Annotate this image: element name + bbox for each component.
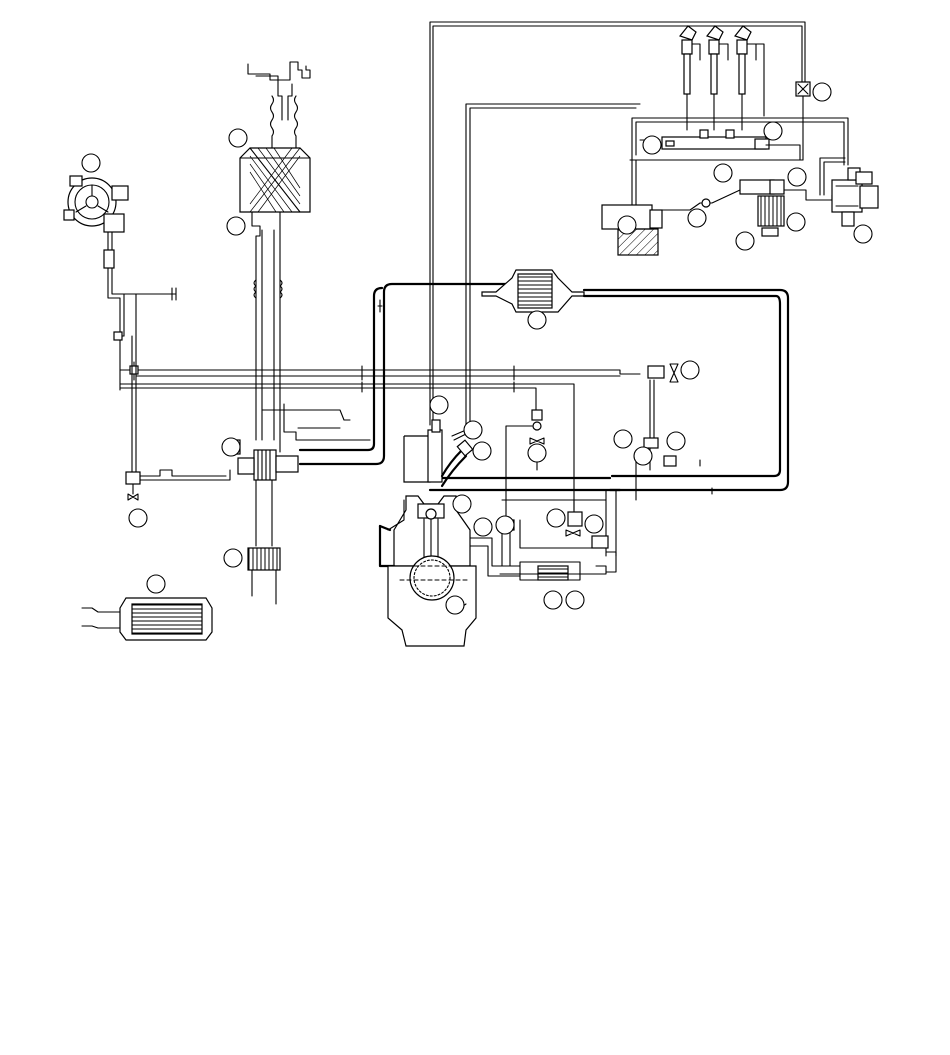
callout-circle bbox=[228, 128, 248, 148]
rail-feed-line-inner bbox=[469, 107, 637, 425]
callout-circle bbox=[812, 82, 832, 102]
callout-circle bbox=[687, 208, 707, 228]
flywheel bbox=[409, 555, 455, 601]
air-intake-system bbox=[225, 61, 790, 501]
callout-circle bbox=[763, 121, 783, 141]
charge-air-loop bbox=[582, 288, 790, 492]
callout-circle bbox=[642, 135, 662, 155]
callout-circle bbox=[146, 574, 166, 594]
fuel-return-line-inner bbox=[432, 25, 803, 426]
callout-circle bbox=[472, 441, 492, 461]
fuel-return-line-outer bbox=[429, 21, 806, 426]
callout-circle bbox=[452, 494, 472, 514]
callout-circle bbox=[617, 215, 637, 235]
callout-circle bbox=[713, 163, 733, 183]
crankcase bbox=[387, 565, 477, 647]
engine-block bbox=[378, 419, 617, 647]
callout-circle bbox=[546, 508, 566, 528]
charge-air-pipe-outer bbox=[298, 282, 512, 466]
callout-circle bbox=[633, 446, 653, 466]
callout-circle bbox=[786, 212, 806, 232]
intake-bellows-right bbox=[293, 95, 299, 157]
rail-feed-line-outer bbox=[465, 103, 641, 421]
callout-circle bbox=[787, 167, 807, 187]
left-accessories bbox=[63, 175, 641, 511]
callout-circle bbox=[221, 437, 241, 457]
callout-circle bbox=[613, 429, 633, 449]
fuel-filter-head bbox=[739, 179, 775, 195]
fuel-filter-element bbox=[757, 195, 785, 227]
callout-circle bbox=[735, 231, 755, 251]
callout-circle bbox=[680, 360, 700, 380]
exhaust-system bbox=[81, 479, 281, 641]
callout-circle bbox=[223, 548, 243, 568]
egr-solenoid bbox=[531, 409, 543, 421]
callout-circle bbox=[463, 420, 483, 440]
callout-circle bbox=[226, 216, 246, 236]
callout-circle bbox=[853, 224, 873, 244]
boost-pressure-sensor bbox=[647, 365, 665, 379]
callout-circle bbox=[584, 514, 604, 534]
exhaust-flex-pipe bbox=[247, 547, 281, 571]
vacuum-pump bbox=[63, 175, 129, 233]
egr-valve bbox=[567, 511, 583, 527]
injector-3 bbox=[733, 25, 765, 131]
callout-circle bbox=[543, 590, 563, 610]
solenoid-valve-left bbox=[125, 471, 141, 485]
callout-circle bbox=[666, 431, 686, 451]
callout-circle bbox=[429, 395, 449, 415]
callout-circle bbox=[473, 517, 493, 537]
injector-1 bbox=[678, 25, 701, 131]
callout-circle bbox=[495, 515, 515, 535]
vacuum-line-lower bbox=[119, 387, 537, 411]
common-rail bbox=[661, 136, 767, 150]
callout-circle bbox=[565, 590, 585, 610]
cylinder-head bbox=[403, 435, 431, 483]
callout-circle bbox=[445, 595, 465, 615]
vacuum-line-upper bbox=[119, 369, 641, 375]
callout-circle bbox=[81, 153, 101, 173]
injector-2 bbox=[705, 25, 729, 131]
callout-circle bbox=[527, 310, 547, 330]
callout-markers bbox=[81, 82, 873, 615]
high-pressure-pump bbox=[819, 157, 879, 227]
intake-bellows-left bbox=[269, 95, 275, 157]
callout-circle bbox=[527, 443, 547, 463]
callout-circle bbox=[128, 508, 148, 528]
fuel-system bbox=[429, 21, 879, 426]
